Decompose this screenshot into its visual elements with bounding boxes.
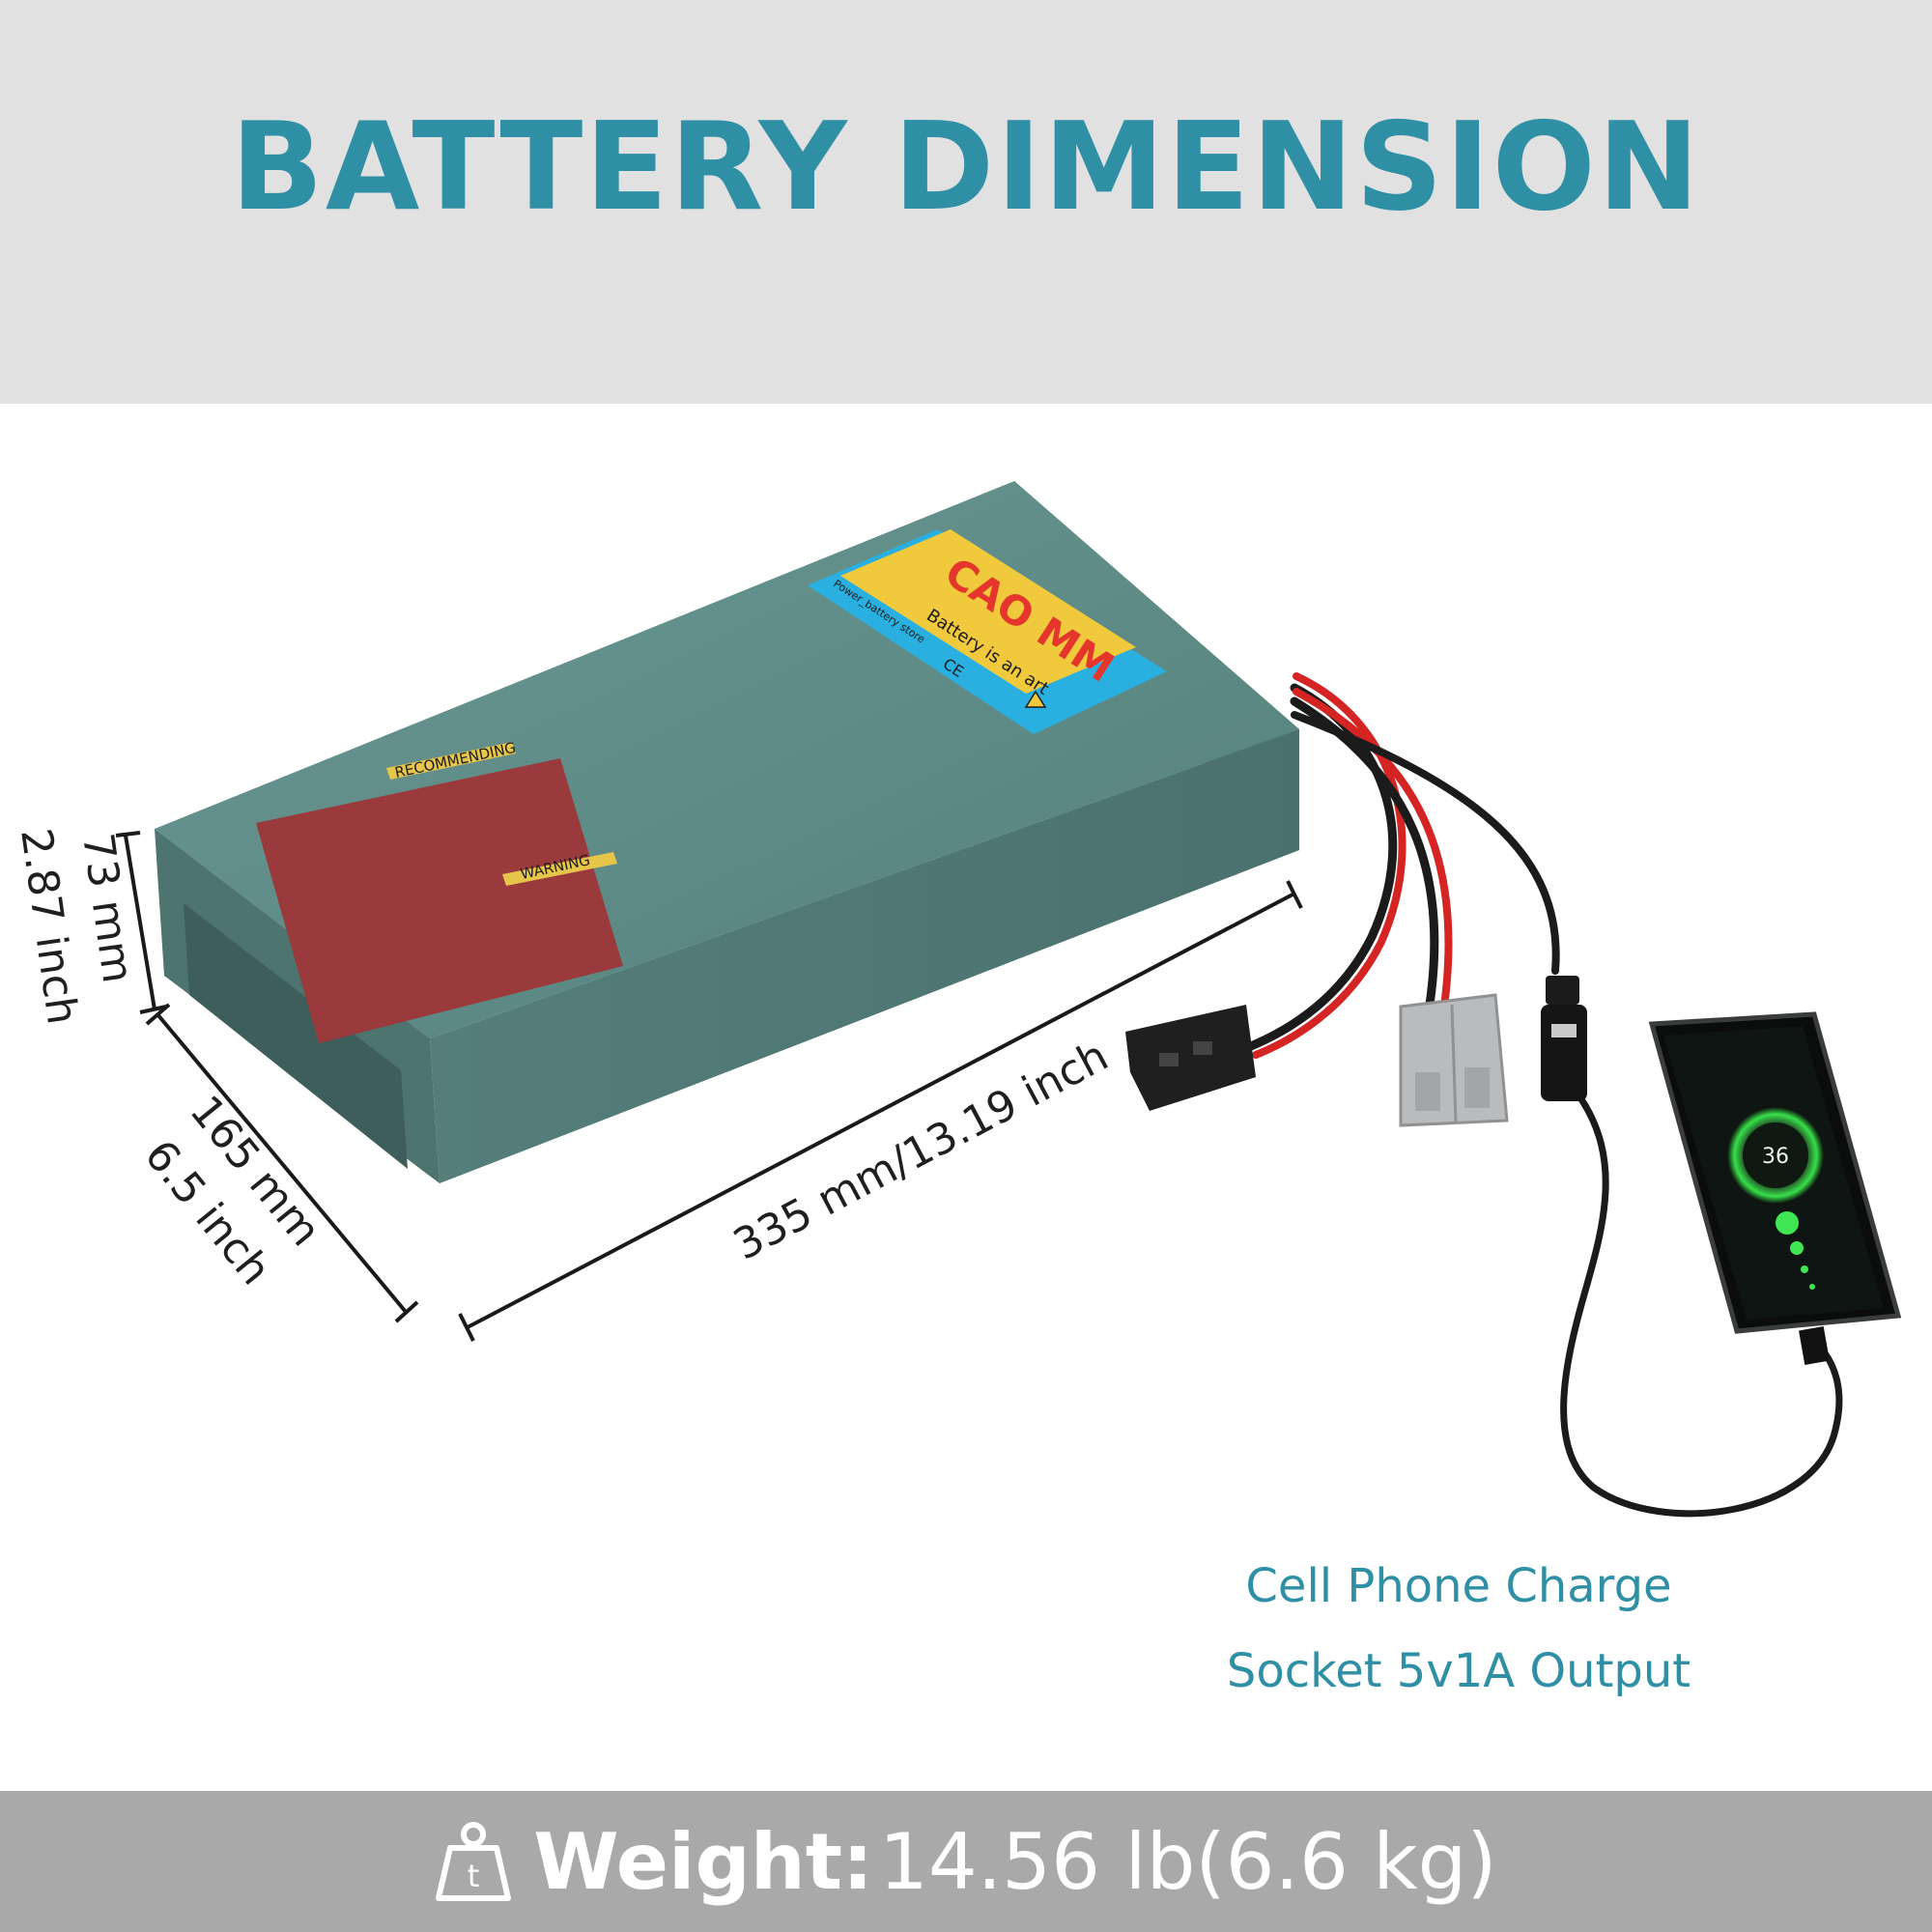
- anderson-connector: [1399, 993, 1509, 1127]
- battery-pack: RECOMMENDING WARNING CAO MM Battery is a…: [155, 481, 1299, 1183]
- footer-band: [0, 1791, 1932, 1932]
- page-title: BATTERY DIMENSION: [230, 96, 1702, 238]
- weight-footer: t Weight: 14.56 lb(6.6 kg): [0, 1797, 1932, 1926]
- battery-front-face: [430, 729, 1299, 1183]
- battery-cables: [1241, 672, 1843, 1518]
- weight-icon-letter: t: [468, 1858, 480, 1894]
- smartphone: 36: [1648, 1011, 1902, 1365]
- header-band: [0, 0, 1932, 404]
- weight-icon: t: [436, 1822, 512, 1901]
- weight-label: Weight:: [533, 1816, 873, 1907]
- weight-value: 14.56 lb(6.6 kg): [878, 1816, 1497, 1907]
- usb-output-caption: Cell Phone Charge Socket 5v1A Output: [1140, 1544, 1777, 1714]
- phone-battery-level: 36: [1762, 1145, 1789, 1169]
- brand-label: CAO MM Battery is an art Power_battery s…: [808, 529, 1167, 734]
- caption-line-2: Socket 5v1A Output: [1226, 1644, 1691, 1698]
- dimension-lines: [115, 831, 1303, 1342]
- usb-socket: [1541, 976, 1587, 1101]
- battery-end-panel: [184, 903, 408, 1169]
- caution-triangle-icon: [1024, 690, 1047, 708]
- caption-line-1: Cell Phone Charge: [1245, 1559, 1672, 1613]
- discharge-connector: [1125, 1005, 1256, 1111]
